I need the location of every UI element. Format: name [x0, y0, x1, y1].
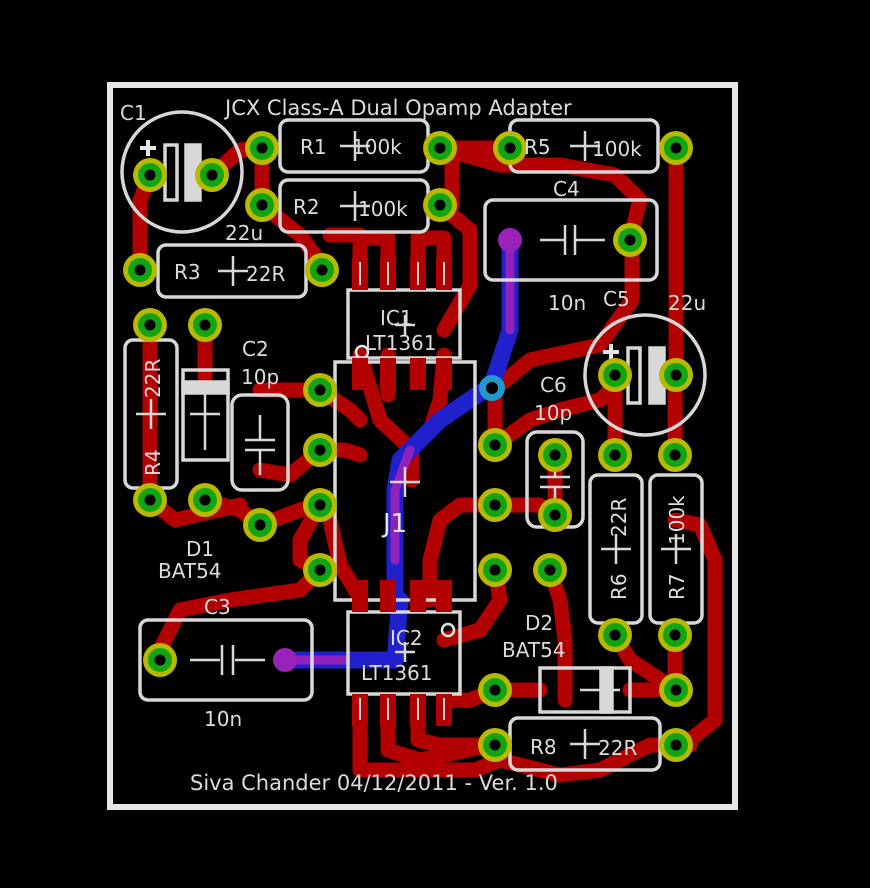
pad-drill-hole [206, 169, 218, 181]
pad-drill-hole [609, 629, 621, 641]
label-ic2: IC2 [390, 626, 423, 650]
label-d1-value: BAT54 [158, 559, 222, 583]
board-text: JCX Class-A Dual Opamp Adapter Siva Chan… [120, 96, 706, 795]
pad-drill-hole [134, 264, 146, 276]
label-r3-value: 22R [246, 262, 285, 286]
pad-drill-hole [314, 564, 326, 576]
component-symbols [136, 131, 691, 759]
c3-outline [138, 618, 314, 702]
label-r1-value: 100k [352, 135, 402, 159]
vias [273, 228, 522, 672]
label-r5: R5 [524, 135, 551, 159]
pad-drill-hole [256, 142, 268, 154]
pad-drill-hole [199, 319, 211, 331]
label-j1: J1 [381, 509, 407, 539]
pad-drill-hole [670, 142, 682, 154]
label-c2: C2 [242, 337, 269, 361]
pad-drill-hole [670, 369, 682, 381]
label-c1: C1 [120, 101, 147, 125]
pad-drill-hole [256, 199, 268, 211]
label-r2: R2 [293, 195, 320, 219]
pad-drill-hole [314, 444, 326, 456]
label-c4-value: 10n [548, 291, 586, 315]
board-outline [107, 82, 738, 810]
label-c3: C3 [204, 595, 231, 619]
pad-drill-hole [549, 449, 561, 461]
pad-drill-hole [669, 629, 681, 641]
smd-pad-outlines [359, 262, 445, 720]
label-ic2-value: LT1361 [361, 661, 433, 685]
pad-drill-hole [144, 169, 156, 181]
c5-outline [583, 313, 707, 437]
label-r7: R7 [665, 573, 689, 600]
label-d2: D2 [525, 611, 553, 635]
pad-drill-hole [314, 499, 326, 511]
through-hole-pads [123, 131, 693, 762]
label-d2-value: BAT54 [502, 638, 566, 662]
pad-drill-hole [609, 449, 621, 461]
ic1-outline [346, 288, 462, 360]
label-c6: C6 [540, 373, 567, 397]
pad-drill-hole [434, 142, 446, 154]
pad-drill-hole [489, 439, 501, 451]
pad-drill-hole [609, 369, 621, 381]
board-title: JCX Class-A Dual Opamp Adapter [223, 96, 572, 120]
label-ic1: IC1 [380, 306, 413, 330]
pad-drill-hole [489, 499, 501, 511]
label-r3: R3 [174, 260, 201, 284]
label-r7-value: 100k [665, 495, 689, 545]
pad-drill-hole [624, 234, 636, 246]
label-c6-value: 10p [534, 401, 572, 425]
label-r4-value: 22R [141, 359, 165, 398]
ic2-outline [346, 610, 462, 696]
label-c1-value: 22u [225, 221, 263, 245]
pad-drill-hole [254, 519, 266, 531]
c2-outline [230, 393, 290, 492]
label-c2-value: 10p [241, 365, 279, 389]
label-r4: R4 [141, 449, 165, 476]
label-r8: R8 [530, 735, 557, 759]
pad-drill-hole [670, 739, 682, 751]
label-d1: D1 [186, 537, 214, 561]
pad-drill-hole [670, 684, 682, 696]
label-r6-value: 22R [607, 498, 631, 537]
j1-outline [333, 360, 477, 602]
label-c3-value: 10n [204, 707, 242, 731]
c4-outline [483, 198, 659, 282]
pad-drill-hole [314, 384, 326, 396]
c1-outline [120, 110, 244, 234]
pad-drill-hole [549, 509, 561, 521]
pad-drill-hole [544, 564, 556, 576]
board-credit: Siva Chander 04/12/2011 - Ver. 1.0 [190, 771, 558, 795]
label-ic1-value: LT1361 [365, 331, 437, 355]
pad-drill-hole [316, 264, 328, 276]
pad-drill-hole [669, 449, 681, 461]
pad-drill-hole [154, 654, 166, 666]
d1-outline [181, 368, 230, 462]
pad-drill-hole [504, 142, 516, 154]
pad-drill-hole [489, 739, 501, 751]
pad-drill-hole [199, 494, 211, 506]
pad-drill-hole [489, 684, 501, 696]
label-c4: C4 [553, 177, 580, 201]
label-r6: R6 [607, 573, 631, 600]
label-r8-value: 22R [598, 736, 637, 760]
label-r1: R1 [300, 135, 327, 159]
pad-drill-hole [489, 564, 501, 576]
label-r2-value: 100k [358, 197, 408, 221]
pad-drill-hole [144, 494, 156, 506]
pad-drill-hole [144, 319, 156, 331]
label-r5-value: 100k [592, 137, 642, 161]
label-c5-value: 22u [668, 291, 706, 315]
d2-outline [538, 666, 632, 714]
plus-icon [140, 140, 619, 360]
pad-drill-hole [434, 199, 446, 211]
label-c5: C5 [603, 287, 630, 311]
